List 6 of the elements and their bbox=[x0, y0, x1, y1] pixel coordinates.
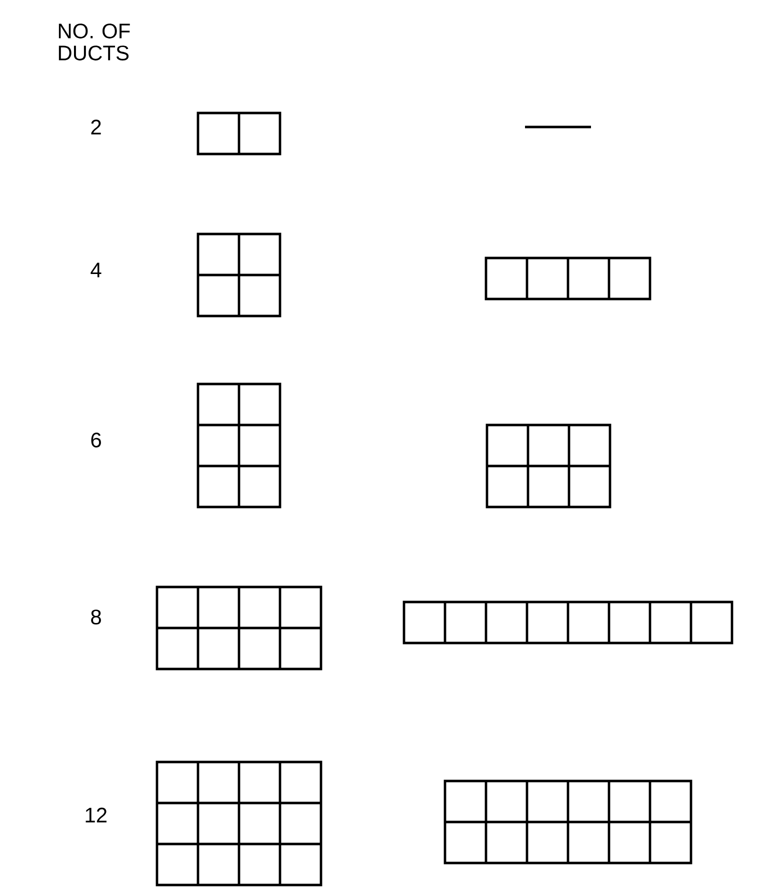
duct-count: 12 bbox=[86, 808, 106, 822]
duct-count: 2 bbox=[91, 120, 101, 134]
duct-count: 4 bbox=[90, 262, 102, 278]
column-heading: NO. OF DUCTS bbox=[58, 24, 130, 60]
duct-count: 8 bbox=[91, 610, 101, 624]
duct-count: 6 bbox=[91, 432, 101, 448]
